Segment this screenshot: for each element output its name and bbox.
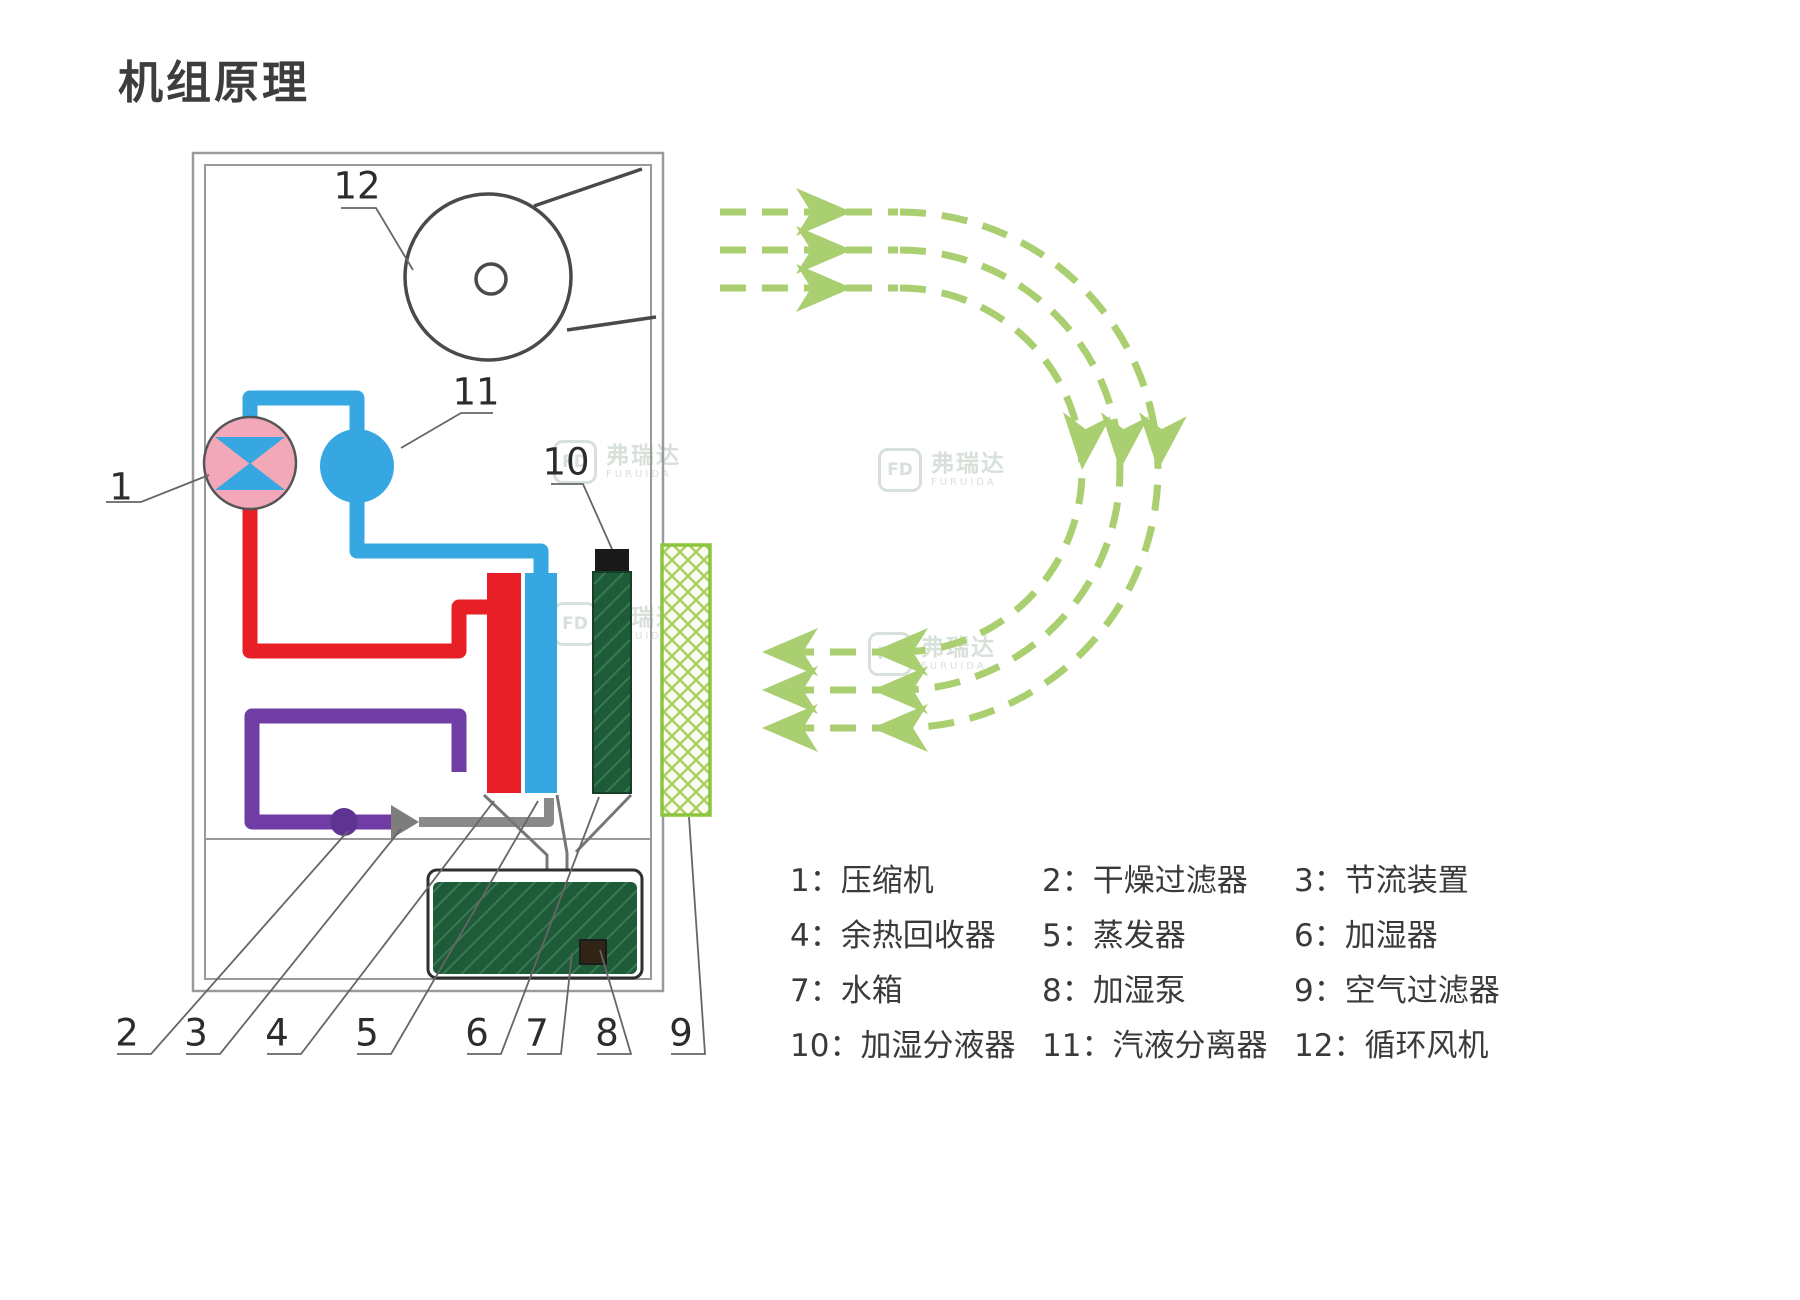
- air-filter-panel: [660, 543, 712, 817]
- legend-item: 8：加湿泵: [1042, 973, 1186, 1009]
- leader-4: [267, 800, 495, 1055]
- legend-item: 10：加湿分液器: [790, 1028, 1016, 1064]
- component-legend: 1：压缩机 2：干燥过滤器 3：节流装置 4：余热回收器 5：蒸发器 6：加湿器…: [790, 850, 1534, 1070]
- leader-9: [671, 816, 706, 1055]
- fan-hub: [474, 262, 508, 296]
- compressor-top-port: [215, 437, 285, 464]
- callout-7: 7: [525, 1011, 549, 1055]
- callout-5: 5: [355, 1011, 379, 1055]
- furuida-logo-icon: FD: [553, 440, 597, 484]
- leader-12: [341, 207, 414, 271]
- compressor: [202, 415, 298, 511]
- callout-12: 12: [333, 164, 381, 208]
- fan-outlet-lower: [566, 315, 657, 332]
- watermark-brand: 弗瑞达: [606, 442, 681, 469]
- drain-funnel: [482, 793, 633, 869]
- legend-item: 5：蒸发器: [1042, 918, 1186, 954]
- legend-item: 1：压缩机: [790, 863, 934, 899]
- leader-2: [117, 830, 349, 1055]
- leader-11: [400, 412, 493, 449]
- callout-4: 4: [265, 1011, 289, 1055]
- fan-outlet-upper: [533, 167, 643, 208]
- leader-10: [551, 483, 613, 550]
- suction-pipe-blue: [242, 390, 549, 575]
- dry-filter: [330, 808, 358, 836]
- gas-liquid-separator: [320, 429, 394, 503]
- discharge-pipe-red: [242, 506, 489, 659]
- watermark-sub: FURUIDA: [606, 469, 672, 481]
- callout-1: 1: [109, 465, 133, 509]
- callout-9: 9: [669, 1011, 693, 1055]
- watermark-sub: FURUIDA: [931, 477, 997, 489]
- leader-1: [106, 474, 210, 503]
- page-title: 机组原理: [118, 56, 311, 109]
- liquid-pipe-purple: [244, 708, 467, 830]
- leader-8: [597, 949, 633, 1055]
- leader-lines: [106, 207, 706, 1055]
- watermark-brand: 弗瑞达: [931, 450, 1006, 477]
- legend-item: 4：余热回收器: [790, 918, 996, 954]
- legend-item: 11：汽液分离器: [1042, 1028, 1268, 1064]
- leader-5: [357, 800, 539, 1055]
- watermark-sub: FURUIDA: [921, 661, 987, 673]
- callout-2: 2: [115, 1011, 139, 1055]
- watermark: FD 弗瑞达 FURUIDA: [553, 440, 681, 484]
- legend-item: 3：节流装置: [1294, 863, 1469, 899]
- evaporator-bar: [525, 573, 557, 793]
- legend-item: 7：水箱: [790, 973, 903, 1009]
- expansion-pipe-gray: [419, 798, 554, 827]
- humidifier-distributor-cap: [595, 549, 629, 573]
- legend-item: 2：干燥过滤器: [1042, 863, 1248, 899]
- callout-10: 10: [542, 440, 590, 484]
- watermark-sub: FURUIDA: [606, 631, 672, 643]
- heat-recovery-bar: [487, 573, 521, 793]
- leader-3: [186, 828, 402, 1055]
- callout-3: 3: [184, 1011, 208, 1055]
- legend-item: 12：循环风机: [1294, 1028, 1489, 1064]
- callout-8: 8: [595, 1011, 619, 1055]
- leader-6: [467, 796, 600, 1055]
- legend-item: 9：空气过滤器: [1294, 973, 1500, 1009]
- leader-7: [527, 952, 573, 1055]
- watermark: FD 弗瑞达 FURUIDA: [878, 448, 1006, 492]
- humidifier-pump: [579, 939, 607, 965]
- circulating-fan: [403, 167, 657, 362]
- compressor-bottom-port: [215, 463, 285, 490]
- furuida-logo-icon: FD: [878, 448, 922, 492]
- callout-6: 6: [465, 1011, 489, 1055]
- throttle-device: [391, 805, 419, 839]
- callout-11: 11: [452, 370, 500, 414]
- cabinet-inner: [204, 164, 652, 980]
- fan-housing: [403, 192, 573, 362]
- legend-item: 6：加湿器: [1294, 918, 1438, 954]
- humidifier-bar: [592, 571, 632, 794]
